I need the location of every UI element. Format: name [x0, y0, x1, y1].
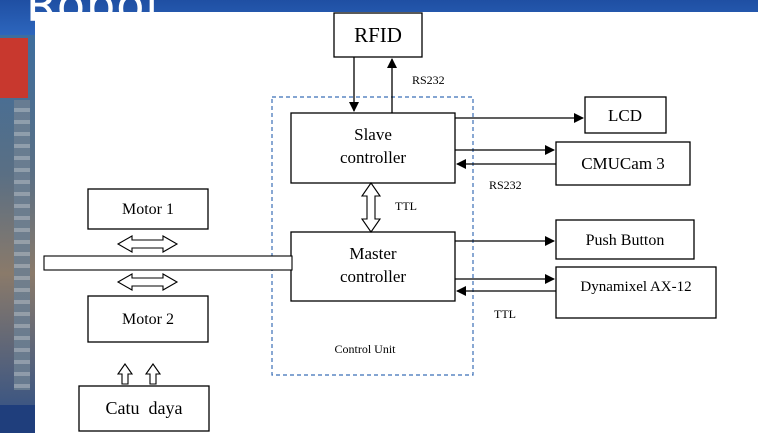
master-controller-box [290, 231, 456, 302]
dynamixel-box [555, 266, 717, 319]
power-up-arrow-left [116, 363, 134, 385]
push-button-label: Push Button [586, 232, 665, 249]
rfid-label: RFID [354, 23, 402, 47]
slave-label-line2: controller [340, 148, 406, 167]
rfid-box [333, 12, 423, 58]
shaft-bar [43, 255, 293, 271]
slide-title: Robot [26, 0, 165, 32]
rs232-right-label: RS232 [489, 178, 522, 192]
ttl-middle-label: TTL [395, 199, 417, 213]
slave-label-line1: Slave [354, 125, 392, 144]
control-unit-label: Control Unit [334, 342, 396, 356]
motor2-label: Motor 2 [122, 311, 174, 328]
dynamixel-label: Dynamixel AX-12 [580, 279, 691, 295]
motor1-hollow-double-arrow [116, 235, 179, 253]
control-unit-region [271, 96, 474, 376]
rs232-top-label: RS232 [412, 73, 445, 87]
cmucam-label: CMUCam 3 [581, 154, 665, 173]
catu-daya-label: Catu daya [106, 398, 183, 418]
slide-left-red-block [0, 38, 28, 98]
slide-bottom-left-block [0, 405, 35, 433]
motor2-box [87, 295, 209, 343]
slave-master-ttl-double-arrow [360, 182, 382, 233]
power-up-arrow-right [144, 363, 162, 385]
catu-daya-box [78, 385, 210, 432]
ttl-bottom-label: TTL [494, 307, 516, 321]
push-button-box [555, 219, 695, 260]
slave-controller-box [290, 112, 456, 184]
master-label-line2: controller [340, 267, 406, 286]
master-label-line1: Master [349, 244, 397, 263]
motor1-label: Motor 1 [122, 201, 174, 218]
lcd-label: LCD [608, 106, 642, 125]
slide-left-building-image [14, 100, 30, 390]
lcd-box [584, 96, 667, 134]
motor1-box [87, 188, 209, 230]
motor2-hollow-double-arrow [116, 273, 179, 291]
